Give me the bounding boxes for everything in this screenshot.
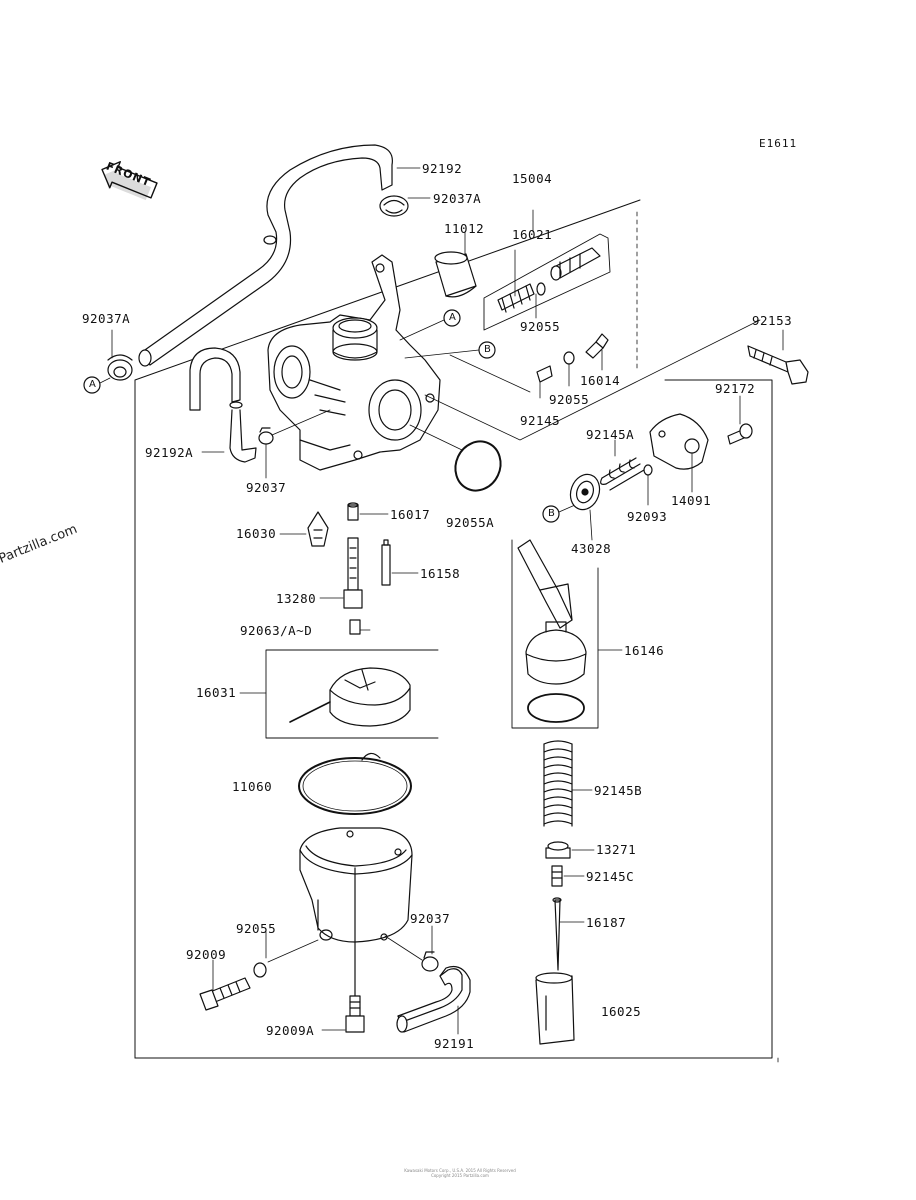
part-label-92192a[interactable]: 92192A <box>145 445 194 460</box>
part-label-16158[interactable]: 16158 <box>420 566 461 581</box>
spring-92145a <box>600 457 645 491</box>
clip-92037a-top <box>379 195 409 217</box>
part-label-92037-left[interactable]: 92037 <box>246 480 287 495</box>
jet-92063 <box>349 619 361 635</box>
part-label-92191[interactable]: 92191 <box>434 1036 475 1051</box>
hose-92192a <box>189 347 241 411</box>
cable-elbow-16146 <box>517 539 573 629</box>
part-label-16187[interactable]: 16187 <box>586 915 627 930</box>
clip-92037-bottom <box>421 951 439 972</box>
diagram-code: E1611 <box>759 137 798 150</box>
part-label-92172[interactable]: 92172 <box>715 381 756 396</box>
gasket-92093 <box>643 464 653 476</box>
clip-92145c <box>551 865 563 887</box>
bolt-92153 <box>747 345 809 385</box>
diagram-frame-right <box>134 379 773 1059</box>
part-label-43028[interactable]: 43028 <box>571 541 612 556</box>
clip-92037-left <box>258 427 274 445</box>
part-label-14091[interactable]: 14091 <box>671 493 712 508</box>
float-16031 <box>289 667 411 727</box>
drain-hose-92191 <box>396 965 471 1033</box>
part-label-11060[interactable]: 11060 <box>232 779 273 794</box>
marker-a-left <box>83 376 101 394</box>
vent-hose-92192 <box>141 144 393 366</box>
cover-14091 <box>649 413 709 470</box>
seal-16146 <box>527 693 585 723</box>
footer-line-1: Kawasaki Motors Corp., U.S.A. 2015 All R… <box>404 1168 516 1173</box>
part-label-92009a[interactable]: 92009A <box>266 1023 315 1038</box>
part-label-92063[interactable]: 92063/A~D <box>240 623 313 638</box>
marker-a-top-letter: A <box>449 312 457 323</box>
marker-b-mid <box>542 505 560 523</box>
part-label-92145b[interactable]: 92145B <box>594 783 643 798</box>
part-label-92055a[interactable]: 92055A <box>446 515 495 530</box>
carburetor-body <box>267 254 441 471</box>
tube-13280 <box>343 537 363 609</box>
marker-a-left-letter: A <box>89 379 97 390</box>
clip-92037a-left <box>107 354 133 381</box>
jet-16017 <box>347 502 359 521</box>
footer-line-2: Copyright 2015 Partzilla.com <box>431 1173 489 1178</box>
needle-16158 <box>381 539 391 586</box>
marker-b-top-letter: B <box>484 344 492 355</box>
spring-92145b <box>543 740 573 832</box>
part-label-92153[interactable]: 92153 <box>752 313 793 328</box>
o-ring-92055-mid <box>563 351 575 365</box>
footer-copyright: Kawasaki Motors Corp., U.S.A. 2015 All R… <box>300 1168 620 1178</box>
part-label-92145c[interactable]: 92145C <box>586 869 635 884</box>
throttle-valve-16025 <box>535 972 575 1045</box>
o-ring-92055a <box>454 440 502 492</box>
float-bowl <box>299 827 413 943</box>
part-label-16021[interactable]: 16021 <box>512 227 553 242</box>
cap-11012 <box>434 251 477 298</box>
seat-13271 <box>545 841 571 859</box>
part-label-16146[interactable]: 16146 <box>624 643 665 658</box>
choke-assembly-16021 <box>483 233 611 331</box>
part-label-92037a-left[interactable]: 92037A <box>82 311 131 326</box>
marker-b-mid-letter: B <box>548 508 556 519</box>
part-label-92009[interactable]: 92009 <box>186 947 227 962</box>
part-label-13280[interactable]: 13280 <box>276 591 317 606</box>
part-label-13271[interactable]: 13271 <box>596 842 637 857</box>
jet-needle-16187 <box>552 897 562 971</box>
part-label-92145a[interactable]: 92145A <box>586 427 635 442</box>
part-label-92055-top[interactable]: 92055 <box>520 319 561 334</box>
part-label-16017[interactable]: 16017 <box>390 507 431 522</box>
part-label-16030[interactable]: 16030 <box>236 526 277 541</box>
diagram-frame <box>134 199 641 1059</box>
part-label-15004[interactable]: 15004 <box>512 171 553 186</box>
part-label-92055-mid[interactable]: 92055 <box>549 392 590 407</box>
part-label-92037-bottom[interactable]: 92037 <box>410 911 451 926</box>
gasket-11060 <box>298 752 412 815</box>
screw-92172 <box>727 423 753 445</box>
spring-92145 <box>536 365 553 383</box>
part-label-16031[interactable]: 16031 <box>196 685 237 700</box>
part-label-92037a-top[interactable]: 92037A <box>433 191 482 206</box>
screw-92009 <box>199 977 251 1011</box>
part-label-16014[interactable]: 16014 <box>580 373 621 388</box>
part-label-16025[interactable]: 16025 <box>601 1004 642 1019</box>
o-ring-92055-bottom <box>253 962 267 978</box>
part-label-92093[interactable]: 92093 <box>627 509 668 524</box>
part-label-92145[interactable]: 92145 <box>520 413 561 428</box>
screw-16014 <box>585 333 609 359</box>
part-label-11012[interactable]: 11012 <box>444 221 485 236</box>
front-arrow-icon <box>101 161 158 201</box>
diaphragm-43028 <box>569 473 601 511</box>
valve-16030 <box>307 511 329 547</box>
top-cap-16146 <box>525 621 587 685</box>
marker-a-top <box>443 309 461 327</box>
part-label-92055-bottom[interactable]: 92055 <box>236 921 277 936</box>
drain-screw-92009a <box>345 867 365 1033</box>
part-label-92192[interactable]: 92192 <box>422 161 463 176</box>
